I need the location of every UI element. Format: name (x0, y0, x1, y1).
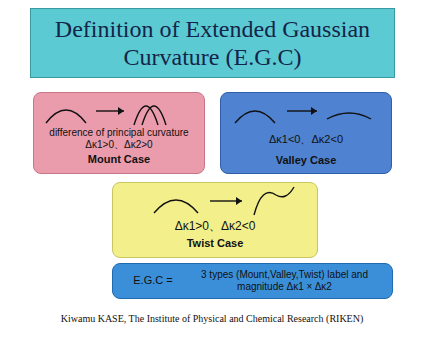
case-label: Valley Case (227, 154, 385, 167)
node-text: difference of principal curvature Δκ1>0、… (40, 127, 198, 151)
case-box: Δκ1>0、Δκ2<0Twist Case (112, 182, 318, 258)
case-box: Δκ1<0、Δκ2<0Valley Case (220, 92, 392, 174)
title-text: Definition of Extended Gaussian Curvatur… (39, 15, 386, 71)
case-label: Mount Case (40, 153, 198, 166)
curvature-sketch (221, 93, 391, 129)
node-text: 3 types (Mount,Valley,Twist) label and m… (185, 269, 384, 293)
node-text: E.G.C = (121, 274, 185, 287)
case-box: difference of principal curvature Δκ1>0、… (33, 92, 205, 174)
title-band: Definition of Extended Gaussian Curvatur… (30, 8, 395, 78)
condition-text: Δκ1>0、Δκ2<0 (119, 219, 311, 233)
curvature-sketch (113, 183, 317, 219)
condition-text: Δκ1<0、Δκ2<0 (227, 133, 385, 146)
caption-text: Kiwamu KASE, The Institute of Physical a… (20, 313, 404, 324)
definition-box: E.G.C =3 types (Mount,Valley,Twist) labe… (112, 263, 393, 299)
curvature-sketch (34, 93, 204, 129)
case-label: Twist Case (119, 237, 311, 250)
